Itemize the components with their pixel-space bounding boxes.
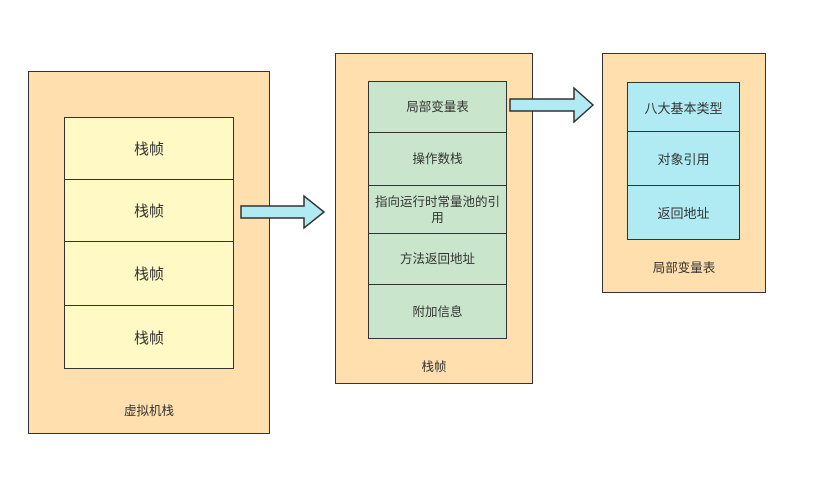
- lvt-item-object-ref: 对象引用: [627, 131, 740, 186]
- stack-frame-label-4: 栈帧: [133, 328, 164, 347]
- jvm-stack-caption: 虚拟机栈: [123, 403, 174, 418]
- frame-item-label-4: 方法返回地址: [399, 251, 475, 266]
- stack-frame-block-1: 栈帧: [64, 117, 234, 180]
- local-var-table-caption: 局部变量表: [652, 260, 716, 275]
- stack-frame-block-3: 栈帧: [64, 241, 234, 306]
- frame-item-return-address: 方法返回地址: [368, 233, 507, 285]
- arrow-right-icon-2: [509, 86, 595, 124]
- lvt-item-label-3: 返回地址: [657, 207, 710, 222]
- stack-frame-label-3: 栈帧: [133, 265, 164, 283]
- stack-frame-label-1: 栈帧: [133, 140, 164, 158]
- frame-item-label-3: 指向运行时常量池的引用: [375, 193, 501, 225]
- lvt-item-label-1: 八大基本类型: [644, 101, 723, 117]
- stack-frame-caption: 栈帧: [421, 359, 447, 374]
- frame-item-local-var-table: 局部变量表: [368, 81, 507, 133]
- frame-item-extra-info: 附加信息: [368, 284, 507, 339]
- frame-item-label-1: 局部变量表: [406, 99, 469, 114]
- lvt-item-label-2: 对象引用: [657, 153, 710, 168]
- arrow-right-icon-1: [240, 194, 326, 230]
- frame-item-operand-stack: 操作数栈: [368, 132, 507, 186]
- lvt-item-return-address: 返回地址: [627, 185, 740, 240]
- frame-item-label-2: 操作数栈: [412, 151, 463, 166]
- frame-item-constant-pool-ref: 指向运行时常量池的引用: [368, 185, 507, 234]
- stack-frame-label-2: 栈帧: [133, 202, 164, 220]
- stack-frame-block-4: 栈帧: [64, 305, 234, 369]
- stack-frame-block-2: 栈帧: [64, 179, 234, 242]
- frame-item-label-5: 附加信息: [412, 303, 463, 319]
- lvt-item-primitive-types: 八大基本类型: [627, 82, 740, 132]
